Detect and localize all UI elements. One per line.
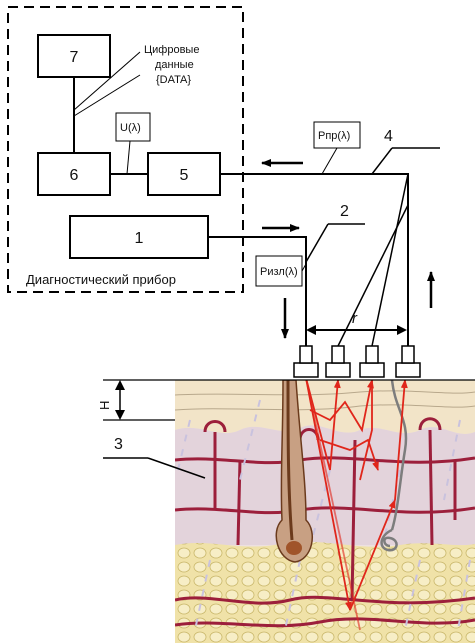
u-lambda-leader: [126, 140, 131, 175]
device-title: Диагностический прибор: [26, 272, 176, 287]
h-arrow-top: [115, 380, 125, 390]
block-1-label: 1: [135, 230, 144, 247]
p-izl-label: Pизл(λ): [260, 266, 298, 278]
digital-data-leader-a: [73, 51, 141, 111]
callout-2-leader-b: [305, 223, 329, 263]
callout-3-leader-b: [147, 457, 206, 479]
r-arrow-right: [397, 325, 407, 335]
light-paths: [305, 380, 408, 631]
emit-fiber: [208, 236, 307, 370]
callout-3: 3: [114, 436, 123, 453]
fiber-to-probe-4: [371, 173, 409, 347]
block-5-label: 5: [180, 167, 189, 184]
skin-section: [175, 380, 475, 643]
p-izl-box: [255, 255, 303, 287]
hair-follicle: [275, 380, 314, 563]
r-arrow-left: [306, 325, 316, 335]
receive-fiber: [220, 173, 409, 370]
p-pr-leader: [321, 147, 338, 175]
block-7-label: 7: [70, 49, 79, 66]
u-lambda-label: U(λ): [120, 122, 141, 134]
digital-data-line2: данные: [155, 59, 194, 71]
h-arrow-bottom: [115, 410, 125, 420]
block-6: [37, 152, 111, 196]
digital-data-line3: {DATA}: [156, 74, 191, 86]
callout-4-leader-b: [371, 147, 393, 175]
p-izl-leader: [301, 263, 307, 272]
device-frame: [7, 6, 244, 293]
callout-2: 2: [340, 203, 349, 220]
digital-data-line1: Цифровые: [144, 44, 199, 56]
block-6-label: 6: [70, 167, 79, 184]
h-label: H: [97, 401, 112, 410]
sweat-gland: [380, 380, 408, 552]
p-pr-label: Pпр(λ): [318, 130, 350, 142]
callout-4: 4: [384, 128, 393, 145]
digital-data-leader-b: [73, 74, 141, 117]
probe-heads: [293, 345, 421, 378]
fiber-to-probe-3: [337, 204, 409, 347]
p-pr-box: [313, 121, 361, 149]
u-lambda-box: [115, 112, 151, 142]
r-label: r: [352, 310, 358, 327]
